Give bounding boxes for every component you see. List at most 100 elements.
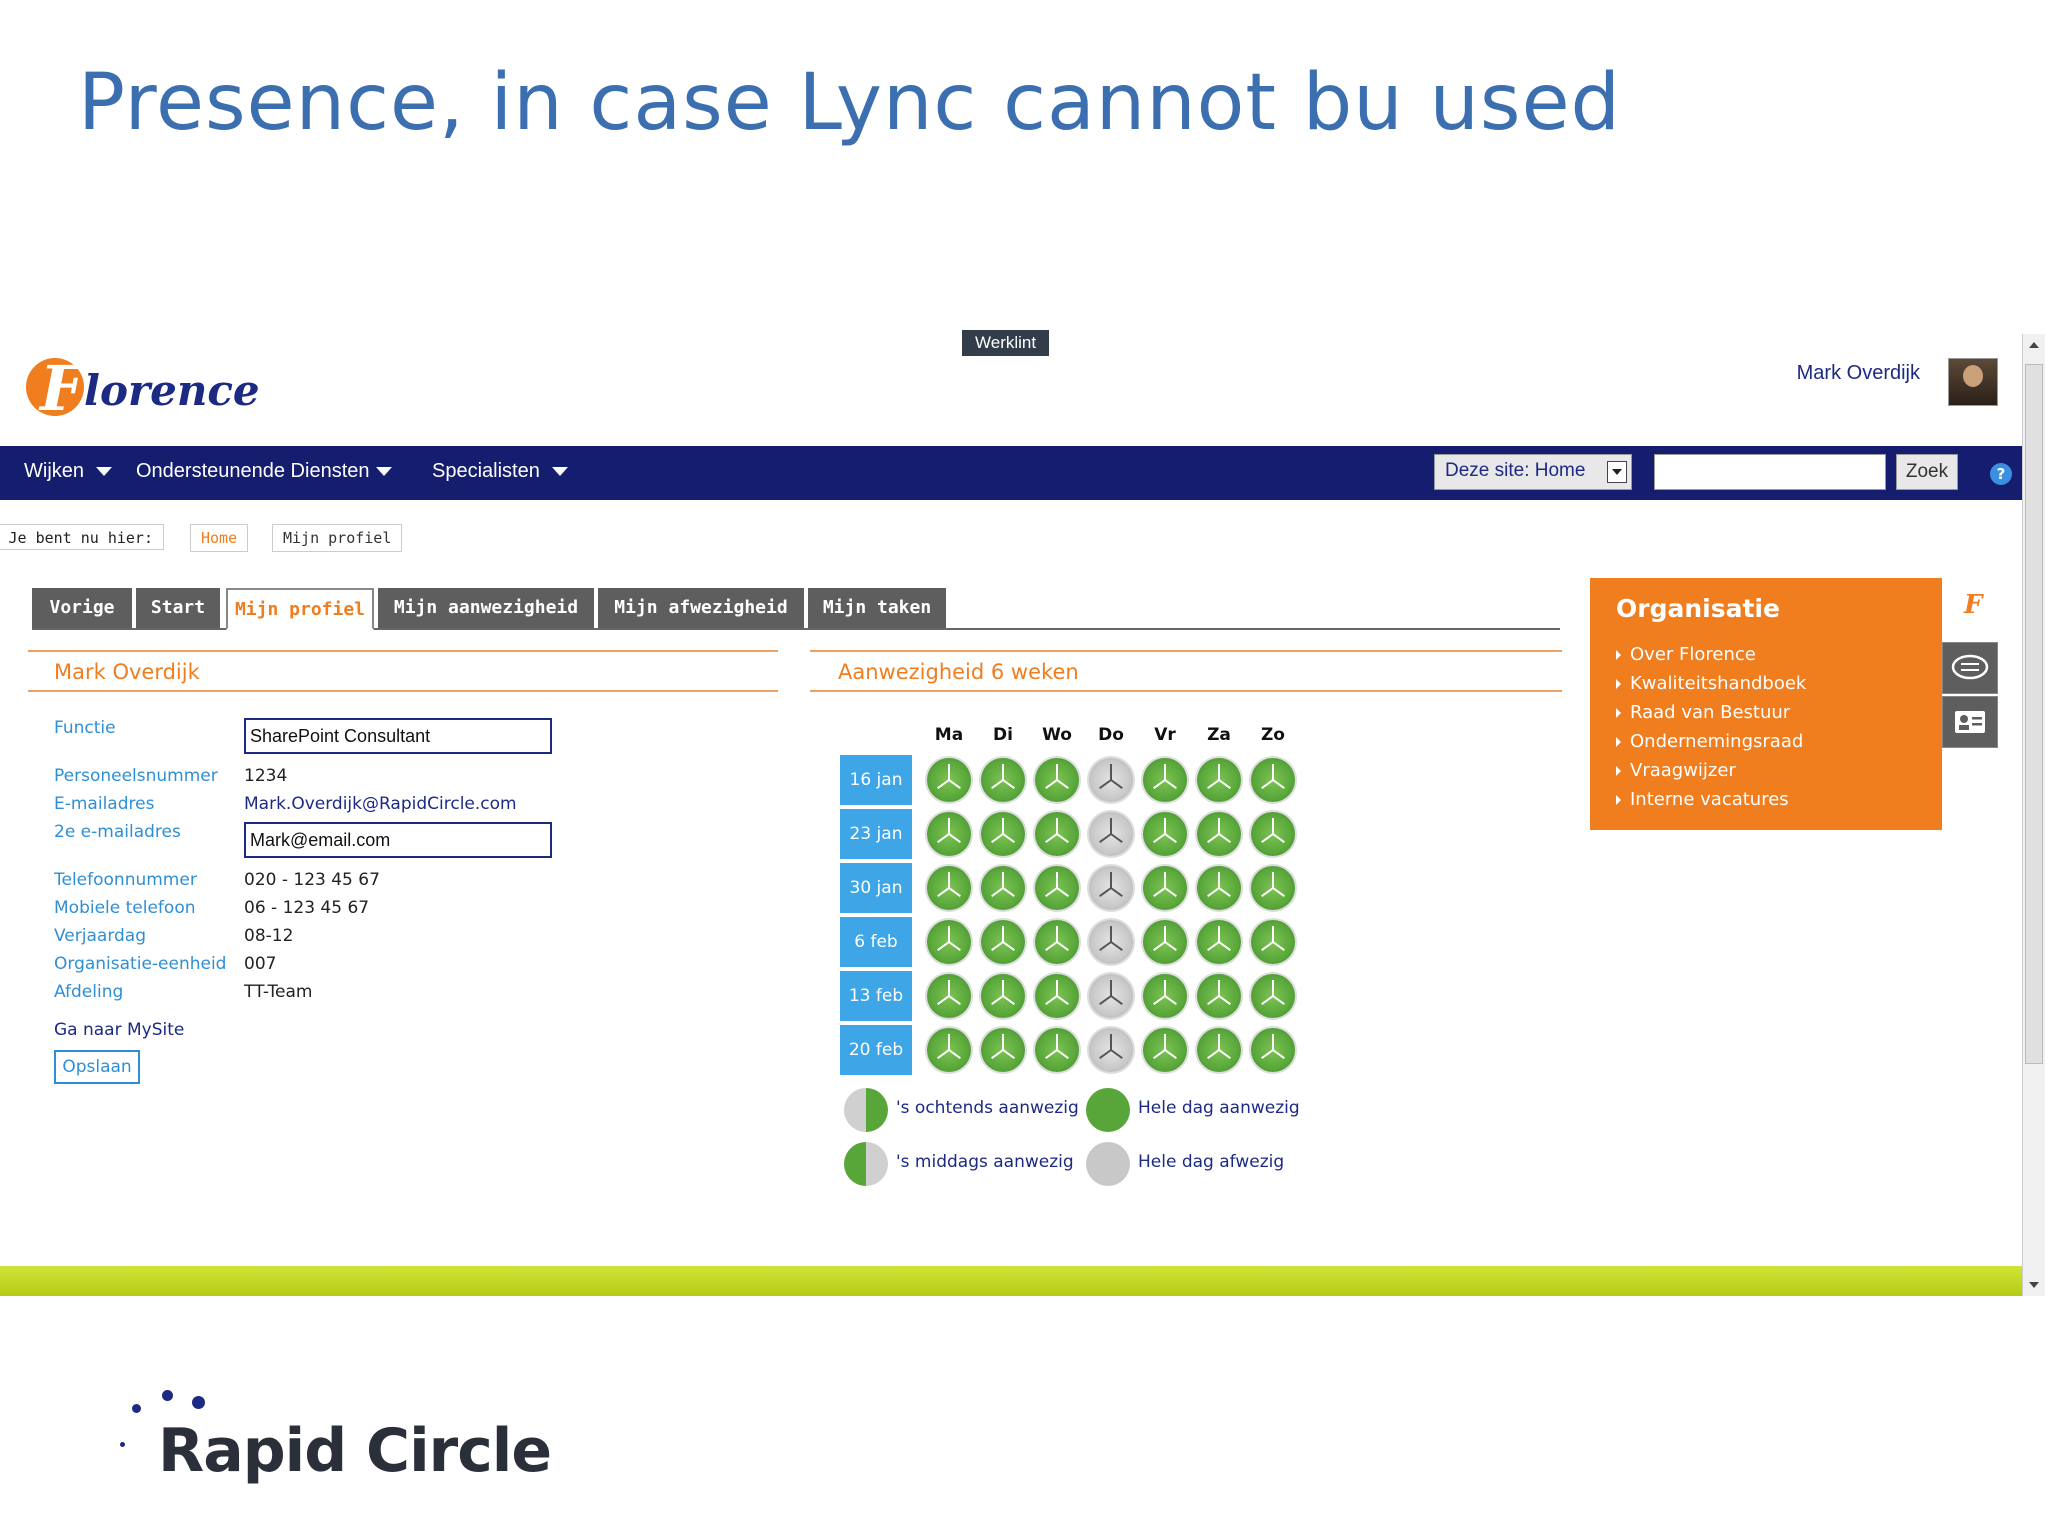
nav-item-label: Wijken [24,460,85,482]
present-clock-icon[interactable] [1251,812,1295,856]
contact-card-tab[interactable] [1942,696,1998,748]
clock-hand [948,980,950,997]
search-button[interactable]: Zoek [1896,454,1958,490]
user-name[interactable]: Mark Overdijk [1796,362,1920,384]
present-clock-icon[interactable] [927,866,971,910]
label-mobiele-telefoon: Mobiele telefoon [54,898,196,918]
present-clock-icon[interactable] [981,866,1025,910]
clock-hand [1099,995,1112,1006]
werklint-button[interactable]: Werklint [962,330,1050,356]
avatar[interactable] [1948,358,1998,406]
tab-start[interactable]: Start [136,588,220,628]
week-label[interactable]: 23 jan [840,809,912,859]
present-clock-icon[interactable] [1251,758,1295,802]
present-clock-icon[interactable] [1251,974,1295,1018]
present-clock-icon[interactable] [1143,1028,1187,1072]
dropdown-arrow-icon[interactable] [1607,461,1627,483]
week-label[interactable]: 6 feb [840,917,912,967]
absent-clock-icon[interactable] [1089,812,1133,856]
nav-item-specialisten[interactable]: Specialisten [432,460,568,483]
search-input[interactable] [1654,454,1886,490]
present-clock-icon[interactable] [1035,974,1079,1018]
breadcrumb-home-link[interactable]: Home [190,524,249,552]
present-clock-icon[interactable] [1251,1028,1295,1072]
clock-hand [1056,872,1058,889]
present-clock-icon[interactable] [1143,974,1187,1018]
nav-item-wijken[interactable]: Wijken [24,460,113,483]
nav-item-ondersteunende-diensten[interactable]: Ondersteunende Diensten [136,460,392,483]
present-clock-icon[interactable] [927,920,971,964]
clock-hand [1272,818,1274,835]
present-clock-icon[interactable] [981,920,1025,964]
present-clock-icon[interactable] [1035,1028,1079,1072]
chevron-down-icon [375,467,392,477]
present-clock-icon[interactable] [1143,812,1187,856]
presence-title: Aanwezigheid 6 weken [838,660,1079,684]
present-clock-icon[interactable] [1251,920,1295,964]
email-link[interactable]: Mark.Overdijk@RapidCircle.com [244,794,517,814]
tab-mijn-profiel[interactable]: Mijn profiel [226,588,374,630]
clock-hand [1218,872,1220,889]
present-clock-icon[interactable] [981,758,1025,802]
org-link-interne-vacatures[interactable]: Interne vacatures [1616,789,1789,810]
present-clock-icon[interactable] [1197,758,1241,802]
org-link-ondernemingsraad[interactable]: Ondernemingsraad [1616,731,1803,752]
week-label[interactable]: 30 jan [840,863,912,913]
present-clock-icon[interactable] [1143,920,1187,964]
present-clock-icon[interactable] [1143,758,1187,802]
present-clock-icon[interactable] [1197,920,1241,964]
present-clock-icon[interactable] [1035,812,1079,856]
present-clock-icon[interactable] [1197,1028,1241,1072]
present-clock-icon[interactable] [1197,866,1241,910]
second-email-field[interactable]: Mark@email.com [244,822,552,858]
present-clock-icon[interactable] [1197,812,1241,856]
functie-field[interactable]: SharePoint Consultant [244,718,552,754]
absent-clock-icon[interactable] [1089,758,1133,802]
clock-hand [1218,941,1231,952]
absent-clock-icon[interactable] [1089,866,1133,910]
clock-hand [1002,1034,1004,1051]
present-clock-icon[interactable] [927,812,971,856]
save-button[interactable]: Opslaan [54,1050,140,1084]
scrollbar[interactable] [2022,334,2045,1296]
clock-hand [1272,872,1274,889]
present-clock-icon[interactable] [1035,758,1079,802]
tab-mijn-taken[interactable]: Mijn taken [808,588,946,628]
clock-hand [1207,887,1220,898]
present-clock-icon[interactable] [1251,866,1295,910]
clock-hand [1110,1034,1112,1051]
clock-hand [1164,779,1177,790]
absent-clock-icon[interactable] [1089,1028,1133,1072]
present-clock-icon[interactable] [1143,866,1187,910]
org-link-over-florence[interactable]: Over Florence [1616,644,1756,665]
week-label[interactable]: 13 feb [840,971,912,1021]
present-clock-icon[interactable] [927,1028,971,1072]
tab-mijn-afwezigheid[interactable]: Mijn afwezigheid [598,588,804,628]
site-scope-select[interactable]: Deze site: Home [1434,454,1632,490]
week-label[interactable]: 16 jan [840,755,912,805]
clock-hand [1207,941,1220,952]
present-clock-icon[interactable] [927,758,971,802]
chat-tab[interactable] [1942,642,1998,694]
mysite-link[interactable]: Ga naar MySite [54,1020,185,1040]
clock-hand [1272,833,1285,844]
tab-mijn-aanwezigheid[interactable]: Mijn aanwezigheid [378,588,594,628]
absent-clock-icon[interactable] [1089,920,1133,964]
org-link-raad-van-bestuur[interactable]: Raad van Bestuur [1616,702,1790,723]
org-link-kwaliteitshandboek[interactable]: Kwaliteitshandboek [1616,673,1806,694]
scroll-thumb[interactable] [2025,364,2043,1064]
present-clock-icon[interactable] [1035,866,1079,910]
org-link-vraagwijzer[interactable]: Vraagwijzer [1616,760,1736,781]
help-icon[interactable]: ? [1990,463,2012,485]
scroll-up-icon[interactable] [2029,342,2039,348]
scroll-down-icon[interactable] [2029,1282,2039,1288]
present-clock-icon[interactable] [981,974,1025,1018]
tab-vorige[interactable]: Vorige [32,588,132,628]
present-clock-icon[interactable] [981,1028,1025,1072]
absent-clock-icon[interactable] [1089,974,1133,1018]
present-clock-icon[interactable] [1197,974,1241,1018]
present-clock-icon[interactable] [981,812,1025,856]
week-label[interactable]: 20 feb [840,1025,912,1075]
present-clock-icon[interactable] [1035,920,1079,964]
present-clock-icon[interactable] [927,974,971,1018]
